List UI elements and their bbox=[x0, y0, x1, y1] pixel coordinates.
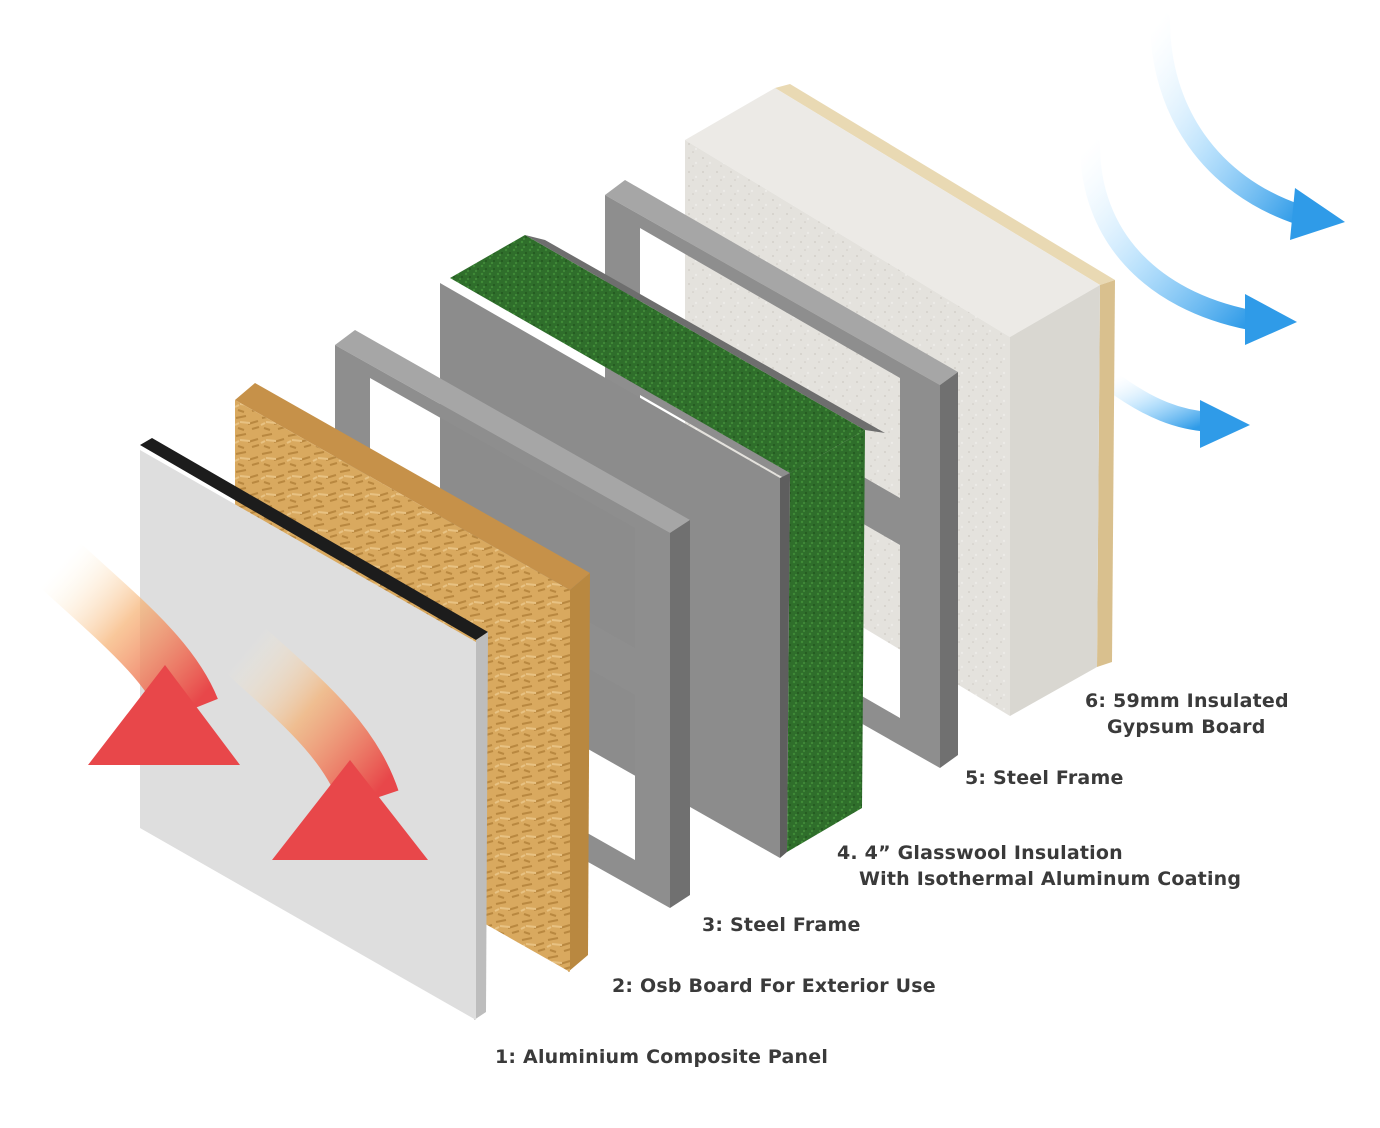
layer-6-label-line2: Gypsum Board bbox=[1107, 716, 1266, 738]
layer-3-label: 3: Steel Frame bbox=[702, 912, 861, 938]
heat-arrow-icon bbox=[39, 542, 240, 765]
cool-air-arrows bbox=[1080, 10, 1345, 448]
heat-arrows bbox=[39, 542, 428, 860]
layer-6-label-line1: 6: 59mm Insulated bbox=[1085, 690, 1289, 712]
layer-1-label: 1: Aluminium Composite Panel bbox=[495, 1044, 828, 1070]
layer-5-label-text: 5: Steel Frame bbox=[965, 767, 1124, 789]
layer-3-label-text: 3: Steel Frame bbox=[702, 914, 861, 936]
layer-4-label: 4. 4” Glasswool Insulation With Isotherm… bbox=[837, 840, 1241, 892]
cool-arrow-icon bbox=[1100, 370, 1250, 448]
layer-2-label-text: 2: Osb Board For Exterior Use bbox=[612, 975, 936, 997]
cool-arrow-icon bbox=[1150, 10, 1345, 240]
layer-6-label: 6: 59mm Insulated Gypsum Board bbox=[1085, 688, 1289, 740]
layer-5-label: 5: Steel Frame bbox=[965, 765, 1124, 791]
layer-1-label-text: 1: Aluminium Composite Panel bbox=[495, 1046, 829, 1068]
layer-4-label-line1: 4. 4” Glasswool Insulation bbox=[837, 842, 1123, 864]
cool-arrow-icon bbox=[1080, 135, 1297, 345]
layer-4-label-line2: With Isothermal Aluminum Coating bbox=[859, 868, 1242, 890]
heat-arrow-icon bbox=[224, 627, 428, 860]
layer-2-label: 2: Osb Board For Exterior Use bbox=[612, 973, 936, 999]
